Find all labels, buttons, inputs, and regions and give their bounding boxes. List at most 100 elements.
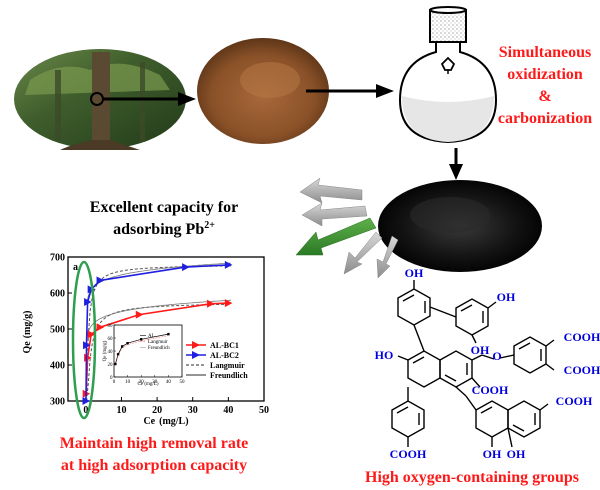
data-point-al-bc2 bbox=[224, 260, 233, 269]
legend-marker-al-bc2 bbox=[192, 351, 200, 359]
forest-photo bbox=[14, 49, 186, 150]
inset-data-point bbox=[120, 345, 124, 348]
cooh-label-4: COOH bbox=[556, 394, 593, 408]
data-point-al-bc2 bbox=[96, 276, 105, 285]
inset-series-line bbox=[115, 333, 169, 365]
chart-legend: AL-BC1 AL-BC2 Langmuir Freundlich bbox=[186, 341, 248, 380]
inset-y-tick-label: 40 bbox=[108, 350, 114, 355]
label-capacity-text: adsorbing Pb bbox=[113, 221, 204, 238]
y-axis-symbol: Qe bbox=[22, 341, 33, 354]
label-process-line3: & bbox=[538, 88, 551, 105]
x-axis-label: Ce (mg/L) bbox=[143, 416, 188, 427]
wood-powder-photo bbox=[197, 38, 329, 144]
ring-bottom-mid bbox=[475, 400, 509, 438]
molecule-labels: OH OH OH HO OH OH O COOH COOH COOH COOH … bbox=[375, 266, 600, 461]
inset-y-tick-label: 20 bbox=[108, 363, 114, 368]
inset-y-tick-label: 80 bbox=[108, 324, 114, 329]
legend-langmuir: Langmuir bbox=[210, 361, 245, 370]
inset-frame bbox=[113, 324, 183, 378]
x-tick-label: 40 bbox=[223, 405, 233, 416]
data-point-al-bc2 bbox=[182, 263, 190, 272]
cooh-label-3: COOH bbox=[472, 383, 509, 397]
inset-y-label: Qe (mg/g) bbox=[103, 340, 108, 361]
x-tick-label: 30 bbox=[188, 405, 198, 416]
inset-x-tick-label: 50 bbox=[180, 380, 186, 385]
y-axis-label: Qe (mg/g) bbox=[22, 311, 33, 354]
oh-label-1: OH bbox=[405, 266, 424, 280]
biochar-photo bbox=[378, 180, 542, 272]
data-point-al-bc1 bbox=[135, 310, 144, 319]
inset-x-label: Ce (mg/L) bbox=[138, 382, 159, 387]
label-removal-line2: at high adsorption capacity bbox=[61, 457, 247, 474]
cooh-label-2: COOH bbox=[564, 363, 600, 377]
x-tick-label: 20 bbox=[152, 405, 162, 416]
inset-legend-al: AL bbox=[148, 334, 155, 339]
legend-freundlich: Freundlich bbox=[210, 371, 248, 380]
x-tick-label: 50 bbox=[259, 405, 269, 416]
label-capacity-line1: Excellent capacity for bbox=[90, 199, 238, 216]
inset-x-tick-label: 0 bbox=[113, 380, 116, 385]
data-point-al-bc2 bbox=[83, 341, 91, 350]
oh-label-4: OH bbox=[483, 447, 502, 461]
inset-x-tick-label: 30 bbox=[152, 380, 158, 385]
x-axis-unit: (mg/L) bbox=[159, 416, 188, 427]
oh-label-3: OH bbox=[471, 343, 490, 357]
ring-core-left bbox=[407, 350, 441, 388]
y-tick-label: 500 bbox=[50, 325, 65, 336]
adsorption-arrows bbox=[295, 177, 399, 279]
inset-y-tick-label: 60 bbox=[108, 337, 114, 342]
low-concentration-highlight bbox=[71, 260, 97, 420]
y-tick-label: 300 bbox=[50, 397, 65, 408]
oh-label-2: OH bbox=[497, 290, 516, 304]
x-tick-label: 10 bbox=[116, 405, 126, 416]
arrow-forest-to-powder bbox=[104, 92, 196, 106]
label-groups: High oxygen-containing groups bbox=[365, 469, 579, 486]
x-axis-symbol: Ce bbox=[143, 416, 155, 427]
y-tick-label: 700 bbox=[50, 253, 65, 264]
label-process-line4: carbonization bbox=[498, 110, 592, 127]
inset-x-tick-label: 20 bbox=[139, 380, 145, 385]
inset-x-tick-label: 40 bbox=[166, 380, 172, 385]
oxygen-groups-molecule bbox=[391, 280, 555, 448]
label-capacity-line2: adsorbing Pb2+ bbox=[113, 220, 215, 238]
inset-data-point bbox=[140, 338, 143, 341]
oh-label-5: OH bbox=[507, 447, 526, 461]
data-point-al-bc1 bbox=[224, 299, 233, 308]
inset-data-point bbox=[167, 332, 170, 336]
data-point-al-bc1 bbox=[96, 323, 105, 332]
label-removal-line1: Maintain high removal rate bbox=[60, 435, 249, 452]
inset-content: 0 10 20 30 40 50 0 20 40 60 80 bbox=[108, 324, 186, 385]
ether-o-label: O bbox=[492, 349, 501, 363]
arrow-flask-to-carbon bbox=[449, 148, 463, 180]
cooh-label-1: COOH bbox=[564, 330, 600, 344]
cooh-label-5: COOH bbox=[390, 447, 427, 461]
ho-label: HO bbox=[375, 348, 394, 362]
data-point-al-bc2 bbox=[84, 298, 92, 306]
panel-label: a bbox=[73, 262, 78, 273]
legend-marker-al-bc1 bbox=[192, 341, 200, 349]
label-capacity-superscript: 2+ bbox=[204, 220, 215, 231]
ring-top-right bbox=[455, 298, 489, 336]
data-point-al-bc2 bbox=[82, 397, 90, 405]
inset-legend-freundlich: Freundlich bbox=[148, 346, 170, 351]
inset-langmuir-fit bbox=[115, 335, 169, 366]
inset-data-point bbox=[126, 342, 129, 345]
y-tick-label: 400 bbox=[50, 361, 65, 372]
inset-data-point bbox=[116, 353, 120, 356]
y-axis-unit: (mg/g) bbox=[22, 311, 33, 339]
label-process-line2: oxidization bbox=[507, 66, 583, 83]
x-tick-label: 0 bbox=[83, 405, 88, 416]
inset-y-tick-label: 0 bbox=[110, 376, 113, 381]
data-point-al-bc1 bbox=[207, 299, 215, 308]
label-process-line1: Simultaneous bbox=[499, 44, 591, 61]
data-point-al-bc1 bbox=[87, 330, 96, 339]
arrow-powder-to-flask bbox=[306, 84, 394, 98]
freundlich-fit-al-bc2 bbox=[86, 262, 231, 305]
reaction-flask bbox=[398, 6, 498, 144]
inset-x-tick-label: 10 bbox=[125, 380, 131, 385]
